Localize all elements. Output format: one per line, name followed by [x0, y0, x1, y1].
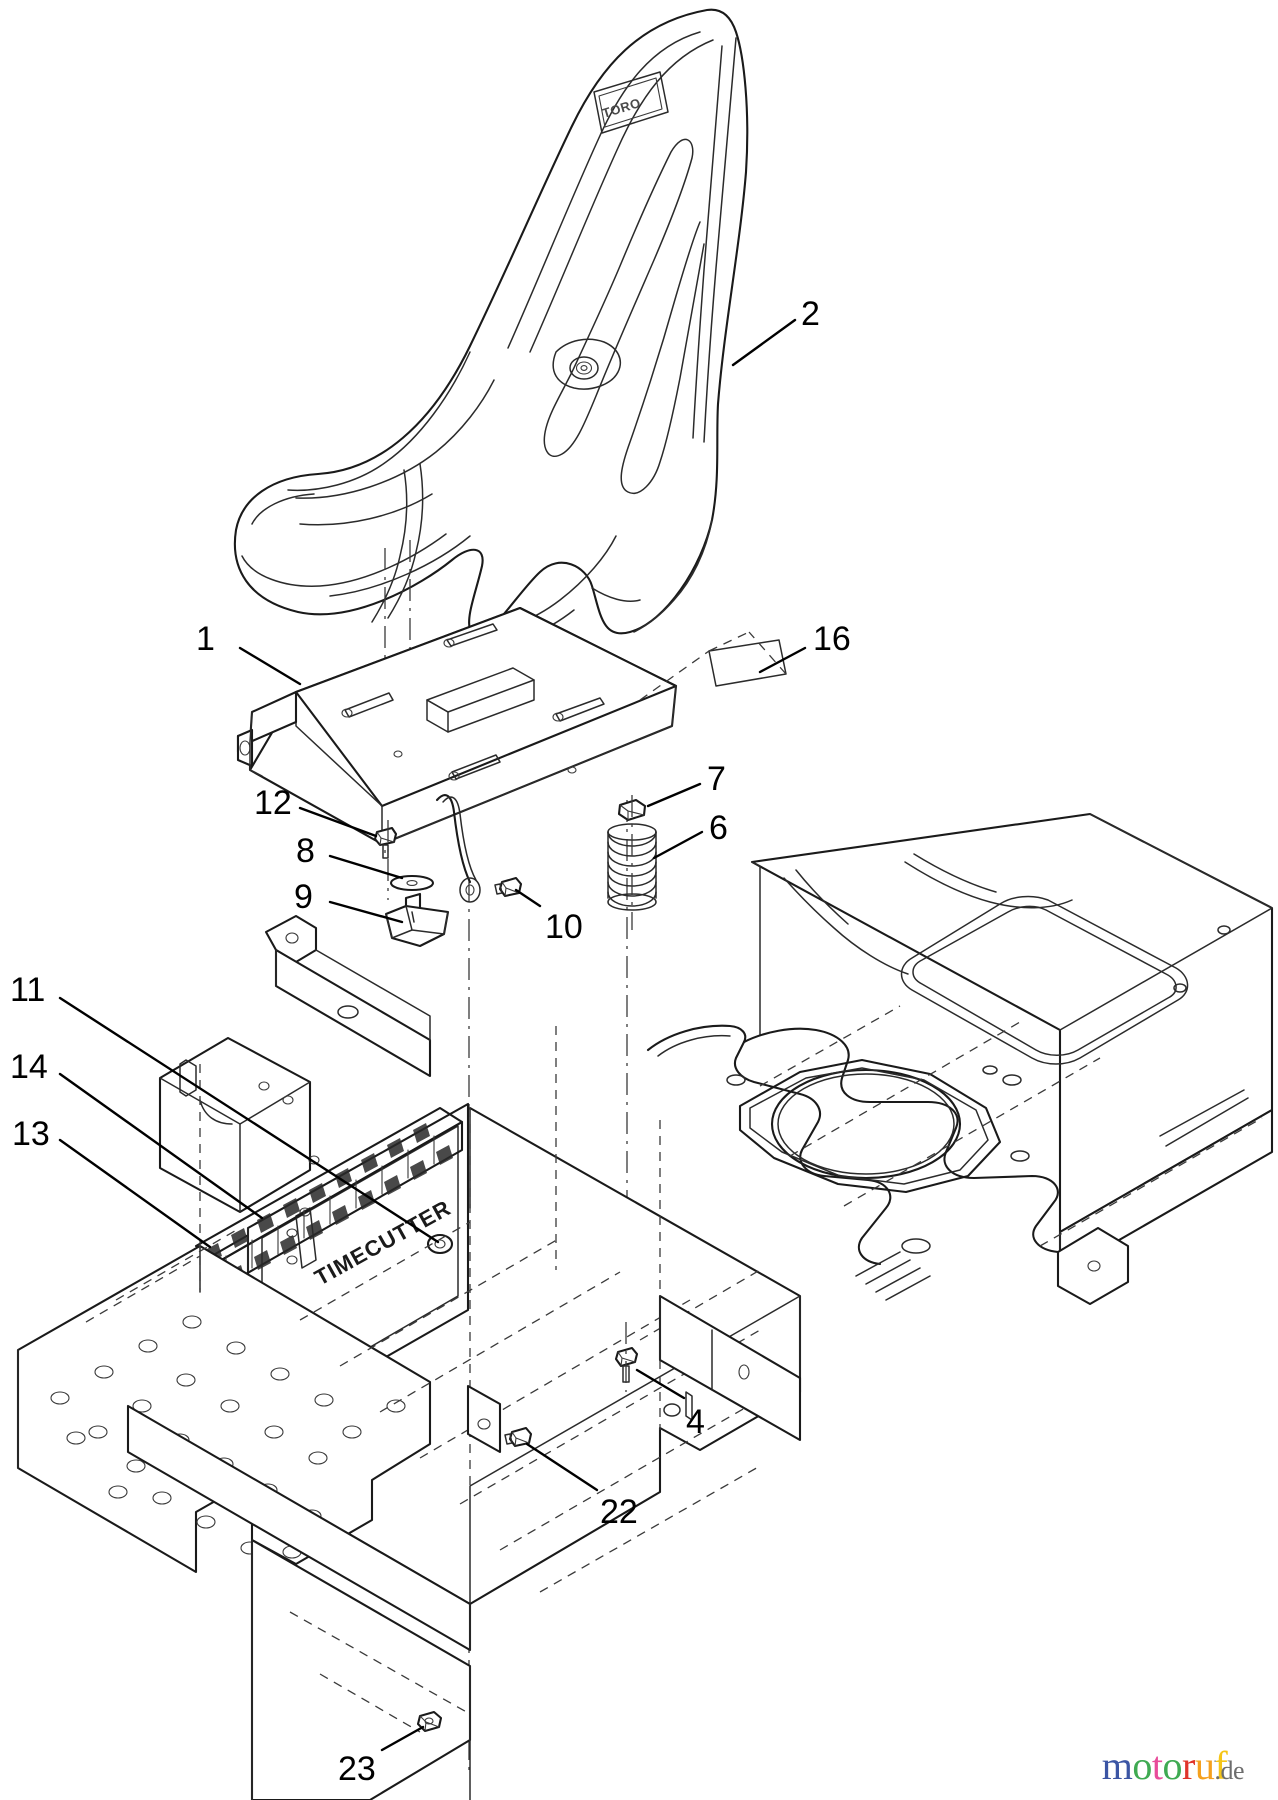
callout-1: 1: [196, 620, 215, 658]
callout-13: 13: [12, 1115, 50, 1153]
bolt-12: [373, 826, 398, 859]
callout-14: 14: [10, 1048, 48, 1086]
seat-mounting-plate: [236, 606, 678, 903]
bolt-10: [494, 876, 523, 898]
wm-letter-r: r: [1182, 1743, 1195, 1788]
callout-12: 12: [254, 784, 292, 822]
motoruf-watermark: motoruf..de: [1102, 1746, 1260, 1786]
fastener-stack: [373, 820, 523, 948]
wm-letter-u: u: [1194, 1743, 1215, 1788]
wm-letter-o2: o: [1162, 1743, 1183, 1788]
callout-2: 2: [801, 295, 820, 333]
wm-tld: .de: [1214, 1756, 1244, 1785]
bushing-9: [384, 892, 450, 948]
callout-22: 22: [600, 1493, 638, 1531]
callout-16: 16: [813, 620, 851, 658]
callout-11: 11: [10, 971, 46, 1009]
wm-letter-f: f: [1214, 1743, 1228, 1788]
callout-6: 6: [709, 809, 728, 847]
wm-dot-accent: .: [1213, 1749, 1217, 1766]
wm-letter-o1: o: [1132, 1743, 1152, 1788]
callout-9: 9: [294, 878, 313, 916]
seat-decal-16: [639, 631, 787, 701]
callout-23: 23: [338, 1750, 376, 1788]
control-decal-13: [194, 1106, 464, 1292]
chassis-frame: TIMECUTTER: [16, 812, 1274, 1800]
callout-10: 10: [545, 908, 583, 946]
vent-louvers: [855, 1251, 931, 1301]
wm-letter-m: m: [1101, 1743, 1133, 1788]
bolt-4: [614, 1322, 639, 1392]
callout-4: 4: [686, 1403, 705, 1441]
washer-8: [389, 874, 435, 892]
callout-7: 7: [707, 760, 726, 798]
bolt-22: [504, 1426, 533, 1448]
seat-knob: [552, 338, 622, 390]
seat-spring-assembly: [607, 795, 657, 930]
seat-assembly: TORO: [233, 8, 749, 644]
leader-lines: [58, 318, 807, 1752]
wm-letter-t: t: [1151, 1743, 1163, 1788]
callout-8: 8: [296, 832, 315, 870]
